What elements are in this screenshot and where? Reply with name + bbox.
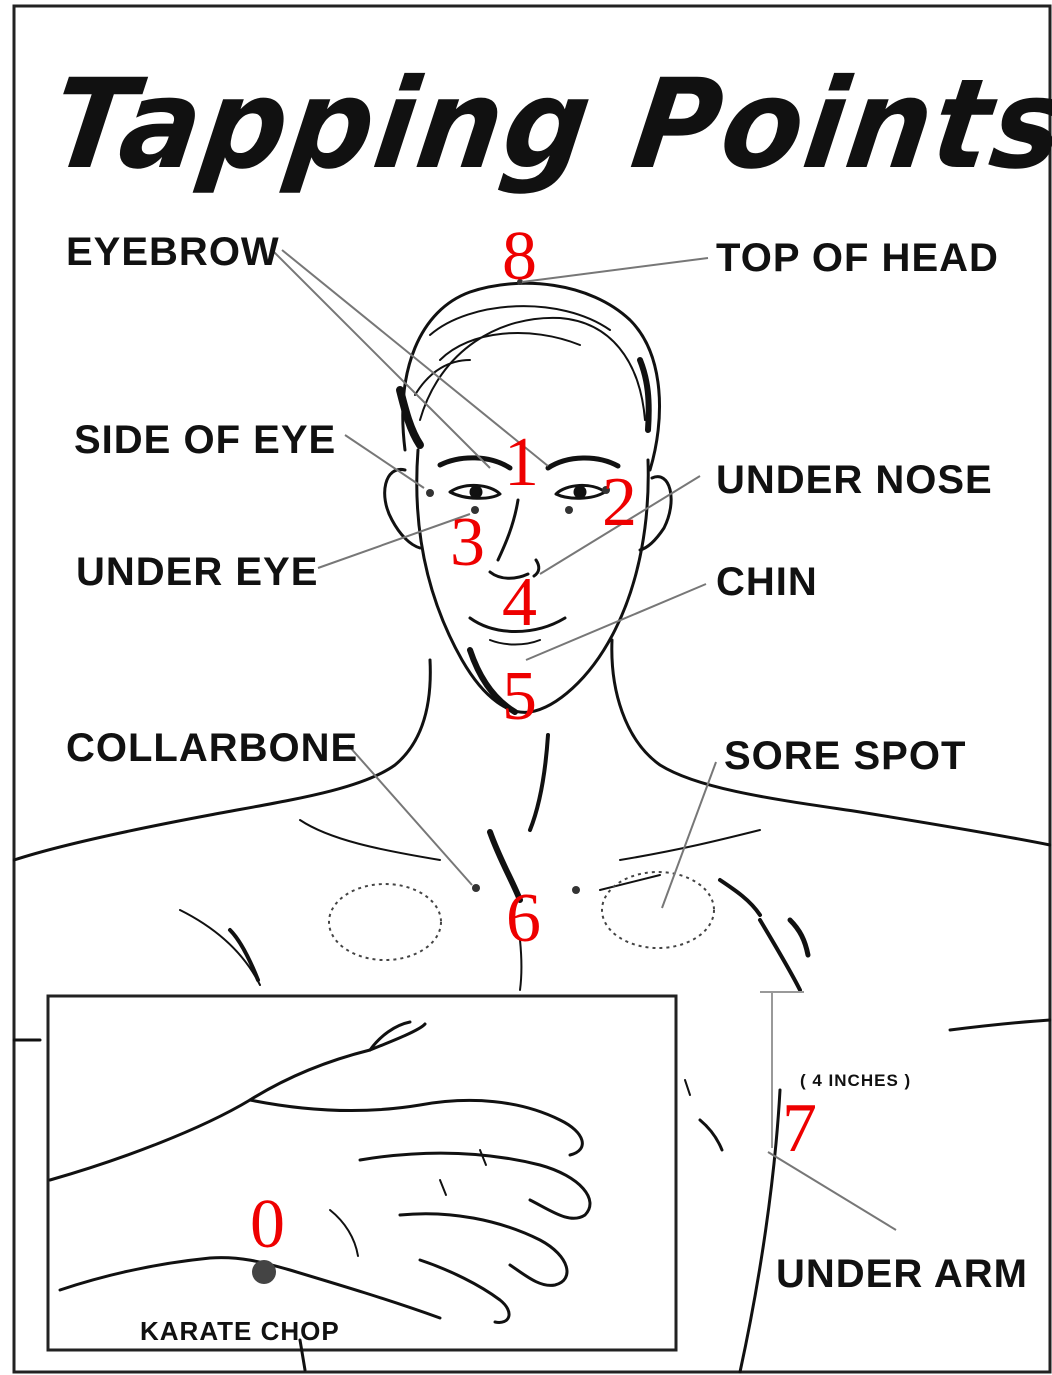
page-title: Tapping Points <box>45 62 1052 186</box>
number-5: 5 <box>502 662 537 732</box>
label-under-nose: UNDER NOSE <box>716 460 993 500</box>
label-under-eye: UNDER EYE <box>76 552 318 592</box>
label-four-inches: ( 4 INCHES ) <box>800 1072 911 1089</box>
sore-spot-oval-right <box>602 872 714 948</box>
number-6: 6 <box>506 884 541 954</box>
number-1: 1 <box>504 428 539 498</box>
number-3: 3 <box>450 508 485 578</box>
number-0: 0 <box>250 1190 285 1260</box>
number-2: 2 <box>602 468 637 538</box>
number-7: 7 <box>782 1094 817 1164</box>
label-eyebrow: EYEBROW <box>66 232 280 272</box>
label-under-arm: UNDER ARM <box>776 1254 1028 1294</box>
sore-spot-oval-left <box>329 884 441 960</box>
label-sore-spot: SORE SPOT <box>724 736 966 776</box>
label-collarbone: COLLARBONE <box>66 728 358 768</box>
number-8: 8 <box>502 222 537 292</box>
number-4: 4 <box>502 568 537 638</box>
karate-chop-dot <box>252 1260 276 1284</box>
label-top-of-head: TOP OF HEAD <box>716 238 999 278</box>
karate-chop-inset <box>48 996 676 1350</box>
label-side-of-eye: SIDE OF EYE <box>74 420 336 460</box>
label-karate-chop: KARATE CHOP <box>140 1318 340 1344</box>
label-chin: CHIN <box>716 562 818 602</box>
